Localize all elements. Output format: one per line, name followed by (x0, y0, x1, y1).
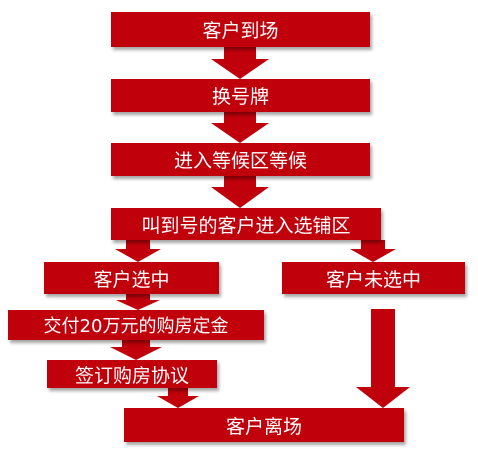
arrow-not-selected-to-departure (356, 309, 410, 408)
step-deposit: 交付20万元的购房定金 (8, 310, 264, 340)
arrow-sign-to-departure (157, 388, 199, 408)
step-waiting-area: 进入等候区等候 (111, 143, 370, 176)
step-called-in-label: 叫到号的客户进入选铺区 (141, 214, 351, 237)
step-departure: 客户离场 (124, 408, 404, 442)
arrow-arrival-to-number (211, 47, 269, 79)
arrow-called-to-not-selected (350, 240, 396, 262)
arrow-number-to-waiting (211, 112, 269, 143)
step-arrival: 客户到场 (111, 12, 370, 47)
step-sign-agreement: 签订购房协议 (47, 360, 217, 388)
arrow-waiting-to-called (211, 176, 269, 208)
step-not-selected-label: 客户未选中 (325, 268, 421, 291)
arrow-selected-to-deposit (116, 294, 160, 310)
arrow-deposit-to-sign (110, 340, 162, 360)
step-not-selected: 客户未选中 (282, 262, 465, 294)
step-arrival-label: 客户到场 (202, 20, 279, 42)
step-waiting-area-label: 进入等候区等候 (173, 150, 307, 172)
step-selected: 客户选中 (44, 262, 219, 294)
step-deposit-label: 交付20万元的购房定金 (43, 316, 229, 337)
step-called-in: 叫到号的客户进入选铺区 (111, 208, 381, 240)
step-departure-label: 客户离场 (225, 415, 302, 438)
arrow-called-to-selected (115, 240, 161, 262)
step-selected-label: 客户选中 (93, 268, 170, 291)
step-number-change: 换号牌 (111, 79, 370, 112)
step-number-change-label: 换号牌 (211, 86, 269, 108)
step-sign-agreement-label: 签订购房协议 (74, 364, 189, 387)
